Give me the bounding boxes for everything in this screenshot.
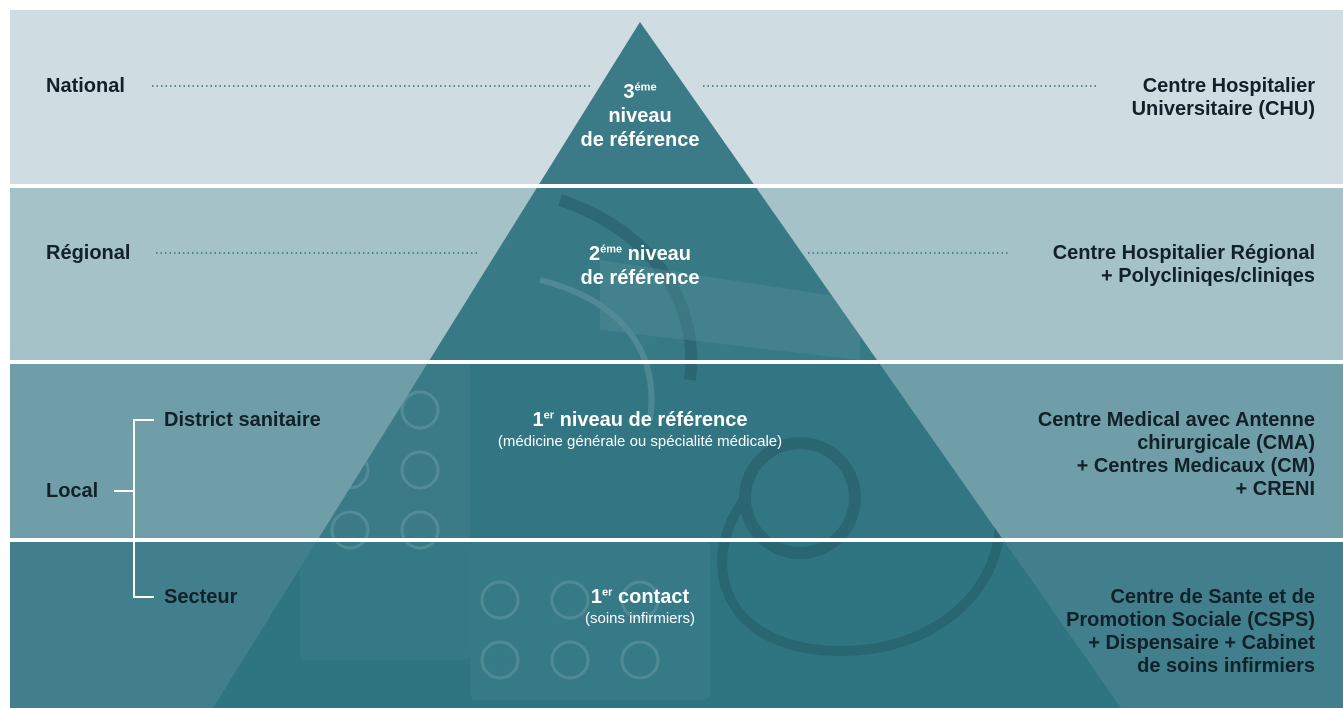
regional-level-number: 2: [588, 243, 601, 265]
level-label-regional: Régional: [46, 242, 131, 264]
pyramid-text-district: 1er niveau de référence (médicine généra…: [440, 408, 840, 452]
facility-district-line: + CRENI: [1235, 478, 1315, 500]
facility-secteur-line: + Dispensaire + Cabinet: [1088, 632, 1315, 654]
district-level-number: 1: [532, 409, 544, 431]
regional-level-sup: éme: [600, 243, 623, 256]
secteur-level-title: contact: [612, 586, 690, 608]
regional-level-line2: de référence: [580, 267, 700, 289]
facility-secteur: Centre de Sante et de Promotion Sociale …: [895, 586, 1315, 678]
facility-national-line: Centre Hospitalier: [1142, 75, 1315, 97]
regional-level-line1: niveau: [622, 243, 692, 265]
facility-secteur-line: Promotion Sociale (CSPS): [1066, 609, 1315, 631]
secteur-level-sup: er: [602, 586, 613, 599]
pyramid-text-secteur: 1er contact (soins infirmiers): [520, 585, 760, 629]
level-label-local: Local: [46, 480, 99, 502]
district-level-subtitle: (médicine générale ou spécialité médical…: [497, 433, 783, 450]
national-level-line1: niveau: [608, 105, 672, 127]
facility-district-line: + Centres Medicaux (CM): [1076, 455, 1315, 477]
sublevel-label-secteur: Secteur: [164, 586, 238, 608]
facility-district-line: chirurgicale (CMA): [1137, 432, 1315, 454]
facility-regional: Centre Hospitalier Régional + Polycliniq…: [895, 242, 1315, 288]
facility-district-line: Centre Medical avec Antenne: [1037, 409, 1315, 431]
national-level-number: 3: [623, 81, 635, 103]
national-level-line2: de référence: [580, 129, 700, 151]
district-level-sup: er: [543, 409, 555, 422]
facility-district: Centre Medical avec Antenne chirurgicale…: [895, 409, 1315, 501]
facility-regional-line: + Polycliniqes/cliniqes: [1101, 265, 1315, 287]
national-level-sup: éme: [634, 81, 657, 94]
level-label-national: National: [46, 75, 125, 97]
leader-lines: [152, 85, 1098, 254]
secteur-level-subtitle: (soins infirmiers): [584, 610, 695, 627]
facility-national-line: Universitaire (CHU): [1131, 98, 1315, 120]
pyramid-text-regional: 2éme niveau de référence: [520, 242, 760, 290]
facility-national: Centre Hospitalier Universitaire (CHU): [895, 75, 1315, 121]
sublevel-label-district: District sanitaire: [164, 409, 321, 431]
facility-secteur-line: Centre de Sante et de: [1110, 586, 1315, 608]
facility-secteur-line: de soins infirmiers: [1137, 655, 1315, 677]
secteur-level-number: 1: [590, 586, 603, 608]
local-bracket: [114, 419, 154, 598]
pyramid-text-national: 3éme niveau de référence: [560, 80, 720, 152]
facility-regional-line: Centre Hospitalier Régional: [1052, 242, 1315, 264]
district-level-title: niveau de référence: [554, 409, 748, 431]
